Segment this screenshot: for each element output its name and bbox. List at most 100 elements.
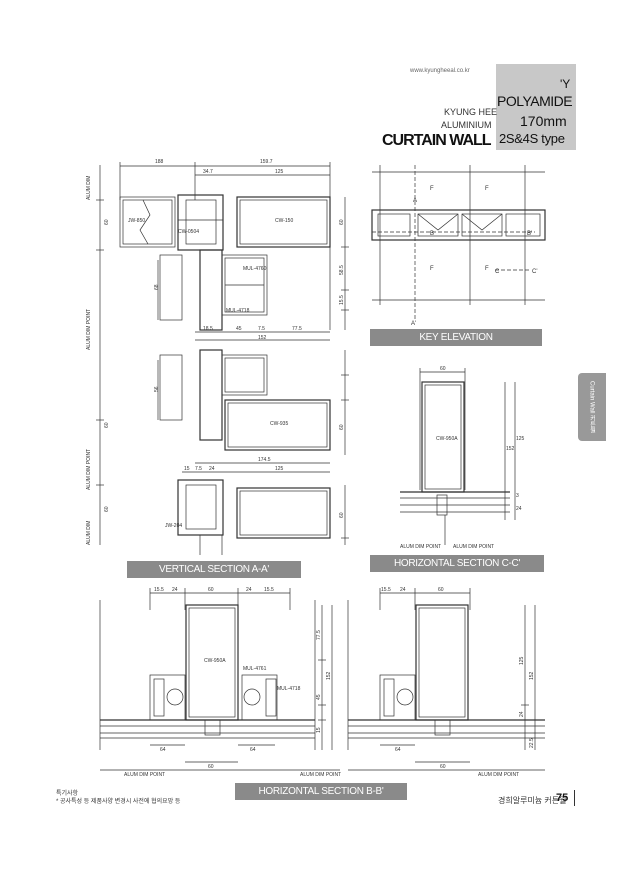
horizontal-b-caption: HORIZONTAL SECTION B-B' bbox=[235, 783, 407, 800]
dim-text: 18.5 bbox=[203, 326, 213, 332]
dim-text: 15 bbox=[184, 466, 190, 472]
key-marker: C bbox=[495, 269, 500, 275]
product-title: CURTAIN WALL bbox=[382, 132, 492, 149]
dim-text: 34.7 bbox=[203, 169, 213, 175]
dim-text: 64 bbox=[160, 747, 166, 753]
key-marker: A bbox=[413, 198, 417, 204]
dim-text: 125 bbox=[519, 656, 525, 665]
key-letter: F bbox=[485, 266, 489, 272]
dim-text: 125 bbox=[275, 466, 284, 472]
part-label: MUL-4718 bbox=[226, 308, 250, 314]
dim-text: 77.5 bbox=[316, 630, 322, 640]
alum-dim-point: ALUM DIM POINT bbox=[400, 544, 441, 550]
part-label: MUL-4718 bbox=[277, 686, 301, 692]
dim-text: 125 bbox=[516, 436, 525, 442]
page-divider bbox=[574, 790, 575, 806]
size-label: 170mm bbox=[520, 113, 567, 129]
dim-text: 24 bbox=[519, 711, 525, 717]
dim-text: 152 bbox=[258, 335, 267, 341]
dim-text: 68 bbox=[154, 284, 160, 290]
footer-note: 특기사항 * 공사특성 등 제품사양 변경시 사전에 협의요망 등 bbox=[56, 790, 180, 806]
alum-dim-label: ALUM DIM POINT bbox=[86, 449, 92, 490]
part-label: CW-935 bbox=[270, 421, 288, 427]
footer-company: 경희알루미늄 커튼월 bbox=[498, 796, 567, 805]
key-marker: B bbox=[430, 231, 434, 237]
dim-text: 45 bbox=[236, 326, 242, 332]
part-label: MUL-4760 bbox=[243, 266, 267, 272]
title-badge-bg bbox=[496, 64, 576, 150]
dim-text: 60 bbox=[104, 422, 110, 428]
part-label: JW-204 bbox=[165, 523, 182, 529]
key-letter: F bbox=[430, 266, 434, 272]
horizontal-c-caption: HORIZONTAL SECTION C-C' bbox=[370, 555, 544, 572]
dim-text: 188 bbox=[155, 159, 164, 165]
dim-text: 45 bbox=[316, 694, 322, 700]
part-label: CW-150 bbox=[275, 218, 293, 224]
vertical-section-caption: VERTICAL SECTION A-A' bbox=[127, 561, 301, 578]
dim-text: 60 bbox=[339, 424, 345, 430]
key-marker: A' bbox=[411, 321, 416, 327]
dim-text: 64 bbox=[395, 747, 401, 753]
alum-dim-point: ALUM DIM POINT bbox=[453, 544, 494, 550]
side-tab[interactable]: Curtain Wall 커튼월 bbox=[578, 373, 606, 441]
alum-dim-label: ALUM DIM bbox=[86, 176, 92, 200]
part-label: CW-950A bbox=[436, 436, 458, 442]
dim-text: 60 bbox=[440, 366, 446, 372]
dim-text: 125 bbox=[275, 169, 284, 175]
footer-note-title: 특기사항 bbox=[56, 791, 79, 797]
footer-note-body: * 공사특성 등 제품사양 변경시 사전에 협의요망 등 bbox=[56, 799, 181, 805]
dim-text: 15.5 bbox=[381, 587, 391, 593]
dim-text: 56 bbox=[154, 386, 160, 392]
dim-text: 3 bbox=[516, 493, 519, 499]
dim-text: 60 bbox=[208, 764, 214, 770]
dim-text: 15.5 bbox=[339, 295, 345, 305]
dim-text: 15.5 bbox=[154, 587, 164, 593]
key-letter: F bbox=[485, 186, 489, 192]
dim-text: 24 bbox=[516, 506, 522, 512]
alum-dim-point: ALUM DIM POINT bbox=[300, 772, 341, 778]
dim-text: 60 bbox=[104, 506, 110, 512]
dim-text: 77.5 bbox=[292, 326, 302, 332]
dim-text: 60 bbox=[438, 587, 444, 593]
type-label: 2S&4S type bbox=[499, 131, 565, 146]
dim-text: 60 bbox=[339, 219, 345, 225]
key-letter: F bbox=[430, 186, 434, 192]
dim-text: 159.7 bbox=[260, 159, 273, 165]
website-url[interactable]: www.kyungheeal.co.kr bbox=[410, 68, 470, 74]
dim-text: 152 bbox=[529, 671, 535, 680]
dim-text: 15.5 bbox=[264, 587, 274, 593]
dim-text: 7.5 bbox=[258, 326, 265, 332]
dim-text: 7.5 bbox=[195, 466, 202, 472]
polyamide-label: POLYAMIDE bbox=[497, 93, 573, 109]
dim-text: 60 bbox=[339, 512, 345, 518]
dim-text: 174.5 bbox=[258, 457, 271, 463]
dim-text: 15 bbox=[316, 727, 322, 733]
dim-text: 58.5 bbox=[339, 265, 345, 275]
dim-text: 60 bbox=[208, 587, 214, 593]
brand-line1: KYUNG HEE bbox=[444, 107, 498, 117]
dim-text: 152 bbox=[326, 671, 332, 680]
dim-text: 152 bbox=[506, 446, 515, 452]
dim-text: 22.5 bbox=[529, 738, 535, 748]
alum-dim-point: ALUM DIM POINT bbox=[124, 772, 165, 778]
part-label: CW-950A bbox=[204, 658, 226, 664]
dim-text: 24 bbox=[400, 587, 406, 593]
key-elevation-caption: KEY ELEVATION bbox=[370, 329, 542, 346]
page-number: 75 bbox=[556, 792, 569, 804]
dim-text: 64 bbox=[250, 747, 256, 753]
dim-text: 60 bbox=[104, 219, 110, 225]
part-label: JW-850 bbox=[128, 218, 145, 224]
dim-text: 24 bbox=[246, 587, 252, 593]
alum-dim-point: ALUM DIM POINT bbox=[478, 772, 519, 778]
dim-text: 24 bbox=[209, 466, 215, 472]
key-marker: B' bbox=[527, 231, 532, 237]
dim-text: 60 bbox=[440, 764, 446, 770]
part-label: MUL-4761 bbox=[243, 666, 267, 672]
alum-dim-label: ALUM DIM bbox=[86, 521, 92, 545]
part-label: CW-0504 bbox=[178, 229, 199, 235]
brand-line2: ALUMINIUM bbox=[441, 120, 492, 130]
key-marker: C' bbox=[532, 269, 537, 275]
alum-dim-label: ALUM DIM POINT bbox=[86, 309, 92, 350]
dim-text: 24 bbox=[172, 587, 178, 593]
